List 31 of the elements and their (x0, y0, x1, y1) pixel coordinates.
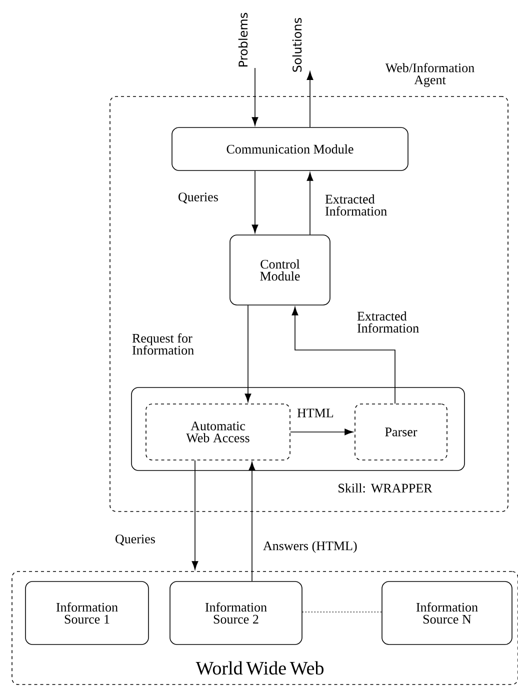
group-title: Web/Information Agent (385, 63, 474, 87)
arrow (252, 68, 258, 126)
edge-label: Problems (238, 12, 248, 66)
dashed-group-box (110, 96, 508, 512)
dashed-group-box: Parser (354, 404, 448, 460)
edge-label: Extracted Information (325, 194, 387, 216)
dashed-group-box: Automatic Web Access (146, 404, 290, 460)
module-box: Information Source 2 (170, 581, 302, 645)
module-box: Control Module (230, 234, 330, 306)
group-title: Skill: WRAPPER (338, 483, 432, 493)
arrow (244, 305, 252, 402)
group-title: World Wide Web (196, 661, 324, 675)
module-box: Information Source 1 (25, 581, 149, 645)
module-box: Information Source N (382, 581, 512, 645)
edge-label: Request for Information (132, 333, 194, 355)
edge-label: Answers (HTML) (263, 541, 357, 553)
module-box (131, 387, 465, 471)
edge-label: Queries (178, 192, 218, 204)
arrow (306, 71, 314, 128)
edge-label: HTML (297, 408, 334, 418)
arrow (252, 170, 258, 234)
edge-label: Queries (116, 534, 155, 546)
arrow (192, 460, 198, 570)
arrow (290, 428, 354, 436)
module-box: Communication Module (172, 127, 408, 171)
arrow (306, 172, 314, 235)
arrow (248, 462, 256, 582)
edge-label: Solutions (292, 18, 302, 72)
dashed-group-box (12, 571, 518, 685)
arrow (292, 306, 396, 404)
edge-label: Extracted Information (357, 311, 419, 333)
